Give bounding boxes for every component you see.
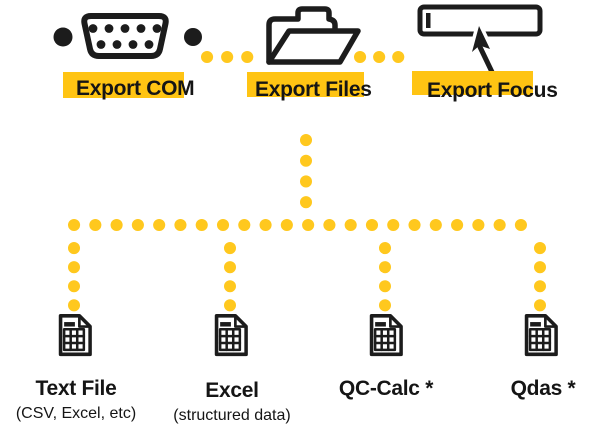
black-dot	[53, 27, 73, 47]
spreadsheet-file-icon	[56, 314, 92, 357]
open-folder-icon	[266, 6, 361, 65]
spreadsheet-file-icon	[212, 314, 248, 357]
spreadsheet-file-icon	[522, 314, 558, 357]
export-files-label: Export Files	[255, 78, 372, 101]
dest-sublabel-text-file: (CSV, Excel, etc)	[15, 405, 137, 422]
dest-label-qc-calc: QC-Calc *	[338, 377, 434, 400]
export-focus-chip: Export Focus	[412, 71, 558, 102]
mouse-cursor-icon	[468, 22, 496, 76]
dest-label-text-file: Text File	[35, 377, 117, 400]
focus-field-cursor-icon	[417, 4, 543, 76]
text-caret-shape	[426, 13, 431, 28]
export-com-chip: Export COM	[63, 72, 195, 100]
dest-label-qdas: Qdas *	[510, 377, 576, 400]
black-dot	[184, 28, 202, 46]
dest-label-excel: Excel	[205, 379, 259, 402]
serial-port-icon	[81, 13, 169, 59]
export-files-chip: Export Files	[247, 72, 372, 101]
export-focus-label: Export Focus	[427, 79, 558, 102]
spreadsheet-file-icon	[367, 314, 403, 357]
dest-sublabel-excel: (structured data)	[173, 407, 291, 424]
export-com-label: Export COM	[76, 77, 195, 100]
